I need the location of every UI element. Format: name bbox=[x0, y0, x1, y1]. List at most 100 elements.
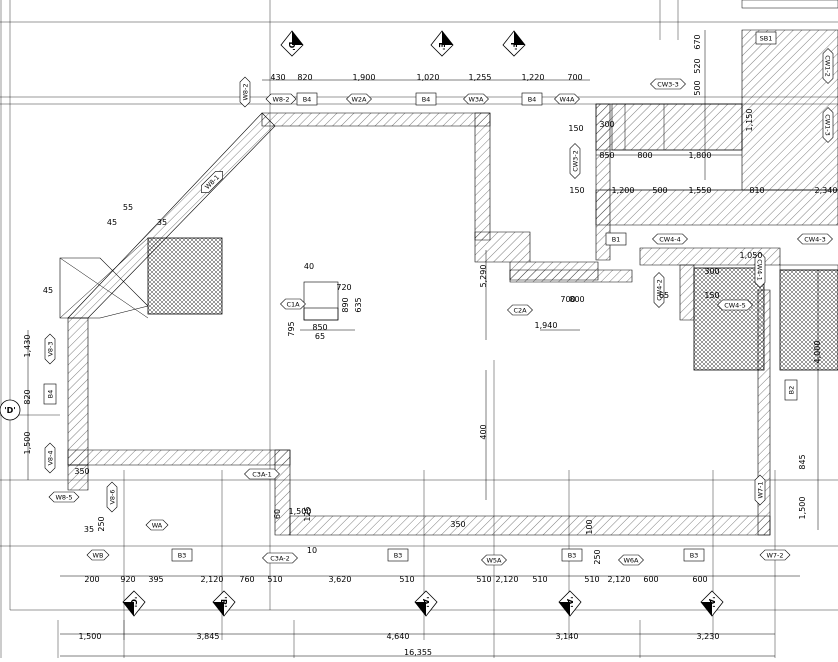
dimension-bottom: 2,120 bbox=[496, 575, 519, 584]
svg-text:B4: B4 bbox=[422, 95, 431, 103]
dimension-misc: 500 bbox=[652, 186, 667, 195]
column-tag: C3A-1 bbox=[244, 468, 280, 480]
dimension-right: 1,150 bbox=[745, 109, 754, 132]
svg-text:V8-4: V8-4 bbox=[46, 450, 54, 465]
wall-tag: W8-5 bbox=[48, 491, 80, 503]
svg-text:B4: B4 bbox=[303, 95, 312, 103]
dimension-bottom: 510 bbox=[399, 575, 414, 584]
dimension-misc: 350 bbox=[450, 520, 465, 529]
svg-text:'B': 'B' bbox=[219, 597, 228, 608]
dimension-misc: 45 bbox=[107, 218, 117, 227]
svg-text:'D': 'D' bbox=[287, 39, 296, 51]
wall-tag: CW3-3 bbox=[650, 78, 686, 90]
svg-text:W7-2: W7-2 bbox=[766, 551, 783, 559]
svg-text:'A': 'A' bbox=[421, 596, 430, 607]
dimension-right: 4,000 bbox=[813, 341, 822, 364]
dimension-top: 820 bbox=[297, 73, 312, 82]
svg-text:SB1: SB1 bbox=[760, 34, 773, 42]
grid-bubble-bottom-c: 'C' bbox=[122, 590, 146, 617]
beam-tag: B3 bbox=[387, 548, 409, 562]
dimension-bottom: 510 bbox=[532, 575, 547, 584]
dimension-bottom: 200 bbox=[84, 575, 99, 584]
svg-text:B4: B4 bbox=[528, 95, 537, 103]
svg-text:W4A: W4A bbox=[559, 95, 575, 103]
dimension-misc: 350 bbox=[74, 467, 89, 476]
dimension-top: 430 bbox=[270, 73, 285, 82]
dimension-misc: 300 bbox=[704, 267, 719, 276]
dimension-left: 1,430 bbox=[23, 335, 32, 358]
dimension-misc: 795 bbox=[287, 321, 296, 336]
dimension-misc: 250 bbox=[97, 516, 106, 531]
svg-text:CW3-2: CW3-2 bbox=[571, 150, 579, 172]
svg-text:CW4-2: CW4-2 bbox=[655, 279, 663, 301]
column-tag: C1A bbox=[280, 298, 306, 310]
svg-text:B1: B1 bbox=[612, 235, 621, 243]
dimension-misc: 810 bbox=[749, 186, 764, 195]
dimension-misc: 1,940 bbox=[535, 321, 558, 330]
svg-text:'E': 'E' bbox=[437, 40, 446, 50]
svg-text:'D': 'D' bbox=[4, 406, 16, 415]
svg-text:C1A: C1A bbox=[286, 300, 300, 308]
svg-text:W5A: W5A bbox=[486, 556, 502, 564]
wall-tag: CW4-3 bbox=[797, 233, 833, 245]
grid-bubble-top-f: 'F' bbox=[502, 30, 526, 57]
dimension-right: 500 bbox=[693, 80, 702, 95]
column-tag: C2A bbox=[507, 304, 533, 316]
dimension-misc: 890 bbox=[341, 297, 350, 312]
wall-tag: WB bbox=[86, 549, 110, 561]
dimension-misc: 250 bbox=[593, 549, 602, 564]
dimension-top: 1,255 bbox=[469, 73, 492, 82]
dimension-bottom-total: 1,500 bbox=[79, 632, 102, 641]
dimension-misc: 125 bbox=[303, 506, 312, 521]
svg-text:W7-1: W7-1 bbox=[756, 481, 764, 498]
wall-tag: CW1-2 bbox=[822, 48, 834, 84]
dimension-top: 1,020 bbox=[417, 73, 440, 82]
dimension-misc: 2,340 bbox=[815, 186, 838, 195]
svg-text:CW4-1: CW4-1 bbox=[756, 259, 764, 281]
dimension-top: 1,900 bbox=[353, 73, 376, 82]
grid-bubble-top-d: 'D' bbox=[280, 30, 304, 57]
svg-text:CW3-3: CW3-3 bbox=[657, 80, 679, 88]
dimension-misc: 100 bbox=[585, 519, 594, 534]
svg-text:CW4-3: CW4-3 bbox=[804, 235, 826, 243]
svg-text:CW1-2: CW1-2 bbox=[824, 55, 832, 77]
dimension-overall-total: 16,355 bbox=[404, 648, 432, 657]
beam-tag: B3 bbox=[171, 548, 193, 562]
dimension-bottom: 510 bbox=[584, 575, 599, 584]
svg-text:'C': 'C' bbox=[129, 597, 138, 608]
wall-tag: W4A bbox=[554, 93, 580, 105]
dimension-bottom-total: 3,845 bbox=[197, 632, 220, 641]
beam-tag: B4 bbox=[415, 92, 437, 106]
svg-text:WA: WA bbox=[152, 521, 163, 529]
dimension-misc: 850 bbox=[312, 323, 327, 332]
dimension-misc: 150 bbox=[569, 186, 584, 195]
wall-tag: CW4-1 bbox=[754, 252, 766, 288]
grid-bubble-left-d: 'D' bbox=[0, 399, 21, 421]
wall-tag: V8-4 bbox=[44, 442, 56, 474]
beam-tag: B2 bbox=[784, 379, 798, 401]
wall-tag: W8-2 bbox=[265, 93, 297, 105]
dimension-misc: 40 bbox=[304, 262, 314, 271]
dimension-left: 1,500 bbox=[23, 432, 32, 455]
svg-text:V8-3: V8-3 bbox=[46, 341, 54, 356]
dimension-misc: 1,800 bbox=[689, 151, 712, 160]
dimension-misc: 60 bbox=[273, 509, 282, 519]
svg-text:C3A-2: C3A-2 bbox=[270, 554, 289, 562]
svg-text:B3: B3 bbox=[178, 551, 187, 559]
dimension-misc: 800 bbox=[569, 295, 584, 304]
dimension-bottom: 760 bbox=[239, 575, 254, 584]
svg-text:W8-2: W8-2 bbox=[272, 95, 289, 103]
grid-bubble-bottom-b: 'B' bbox=[212, 590, 236, 617]
dimension-bottom: 395 bbox=[148, 575, 163, 584]
wall-tag: CW4-5 bbox=[717, 299, 753, 311]
wall-tag: CW1-3 bbox=[822, 107, 834, 143]
dimension-bottom: 3,620 bbox=[329, 575, 352, 584]
column-tag: C3A-2 bbox=[262, 552, 298, 564]
dimension-bottom: 510 bbox=[476, 575, 491, 584]
beam-tag: B3 bbox=[561, 548, 583, 562]
svg-text:C3A-1: C3A-1 bbox=[252, 470, 271, 478]
wall-tag: W5A bbox=[481, 554, 507, 566]
beam-tag: SB1 bbox=[755, 31, 777, 45]
